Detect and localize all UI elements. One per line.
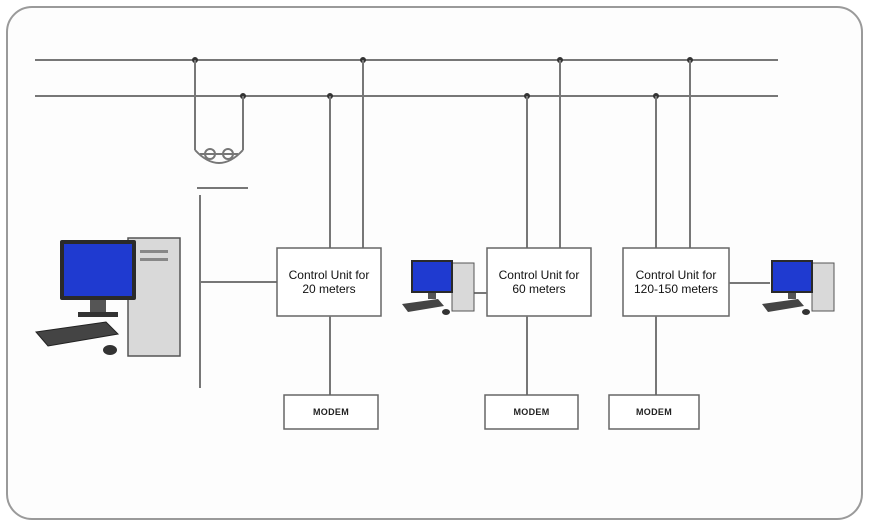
modem-drop-lines bbox=[329, 316, 657, 395]
desktop-computer-icon bbox=[402, 260, 475, 315]
control-unit-label: Control Unit for 20 meters bbox=[288, 268, 370, 296]
desktop-computer-icon bbox=[35, 237, 181, 357]
modem-box-2 bbox=[484, 394, 579, 430]
modem-label: MODEM bbox=[313, 407, 349, 417]
control-unit-box-2 bbox=[486, 247, 592, 317]
junction-dots bbox=[192, 57, 693, 99]
control-unit-box-1 bbox=[276, 247, 382, 317]
modem-label: MODEM bbox=[636, 407, 672, 417]
control-unit-label: Control Unit for 120-150 meters bbox=[633, 268, 719, 296]
control-unit-label: Control Unit for 60 meters bbox=[498, 268, 580, 296]
control-unit-box-3 bbox=[622, 247, 730, 317]
modem-box-1 bbox=[283, 394, 379, 430]
bus-drop-lines bbox=[329, 60, 691, 248]
modem-label: MODEM bbox=[513, 407, 550, 417]
modem-box-3 bbox=[608, 394, 700, 430]
desktop-computer-icon bbox=[762, 260, 835, 315]
meter-icon bbox=[194, 60, 248, 189]
